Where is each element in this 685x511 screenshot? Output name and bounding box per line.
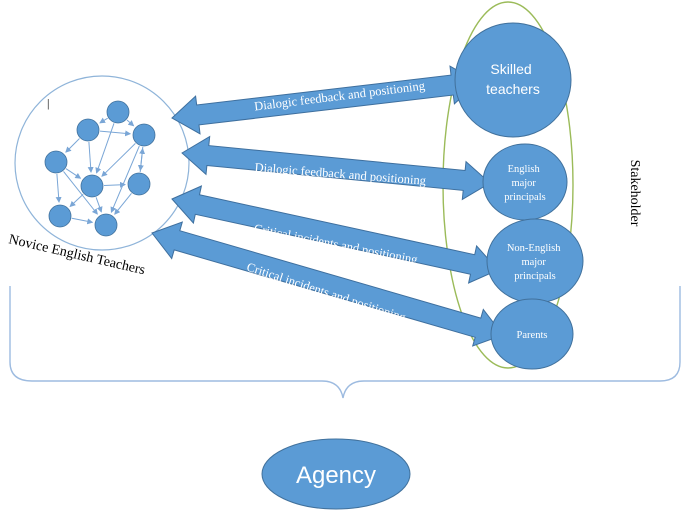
network-edge — [71, 217, 94, 225]
novice-network-circle — [14, 75, 190, 251]
network-edge — [65, 168, 82, 179]
stakeholder-title: Stakeholder — [627, 160, 642, 227]
novice-teacher-node — [94, 213, 118, 237]
network-edge — [95, 197, 103, 213]
arrows-group — [151, 65, 504, 347]
english-line-3: principals — [504, 192, 545, 203]
stakeholder-skilled-teachers — [454, 22, 572, 138]
arrow-critical-nonenglish — [171, 185, 499, 284]
network-edge — [65, 138, 80, 153]
skilled-line-2: teachers — [486, 81, 540, 97]
english-line-1: English — [508, 164, 541, 175]
network-nodes — [44, 100, 156, 237]
novice-mark: | — [47, 96, 49, 110]
novice-teacher-node — [48, 204, 72, 228]
network-edges — [55, 117, 146, 225]
novice-teacher-node — [80, 174, 104, 198]
network-edge — [139, 147, 146, 173]
network-edge — [99, 130, 132, 137]
network-edge — [63, 171, 98, 215]
agency-node — [261, 438, 411, 510]
network-edge — [69, 193, 84, 208]
stakeholder-parents-label: Parents — [517, 330, 548, 341]
nonenglish-line-1: Non-English — [507, 243, 561, 254]
network-edge — [126, 119, 135, 127]
network-edge — [101, 143, 136, 177]
nonenglish-line-2: major — [521, 257, 546, 268]
network-edge — [55, 173, 62, 203]
network-edge — [114, 192, 132, 215]
agency-label: Agency — [296, 462, 376, 489]
stakeholder-skilled-label: Skilled teachers — [486, 61, 540, 97]
parents-line-1: Parents — [517, 330, 548, 341]
novice-teacher-node — [106, 100, 130, 124]
stakeholder-parents — [490, 298, 574, 370]
novice-teacher-node — [44, 150, 68, 174]
english-line-2: major — [511, 178, 536, 189]
novice-teacher-node — [132, 123, 156, 147]
agency-brace — [9, 286, 681, 399]
stakeholder-nonenglish-label: Non-English major principals — [507, 243, 563, 282]
skilled-line-1: Skilled — [490, 61, 531, 77]
network-edge — [95, 123, 115, 174]
stakeholder-english-label: English major principals — [504, 164, 545, 203]
network-edge — [99, 117, 108, 124]
network-edge — [103, 181, 126, 188]
network-edge — [110, 145, 140, 214]
nonenglish-line-3: principals — [514, 271, 555, 282]
novice-teacher-node — [127, 172, 151, 196]
novice-label: Novice English Teachers — [7, 232, 146, 278]
network-edge — [87, 141, 94, 173]
novice-teacher-node — [76, 118, 100, 142]
